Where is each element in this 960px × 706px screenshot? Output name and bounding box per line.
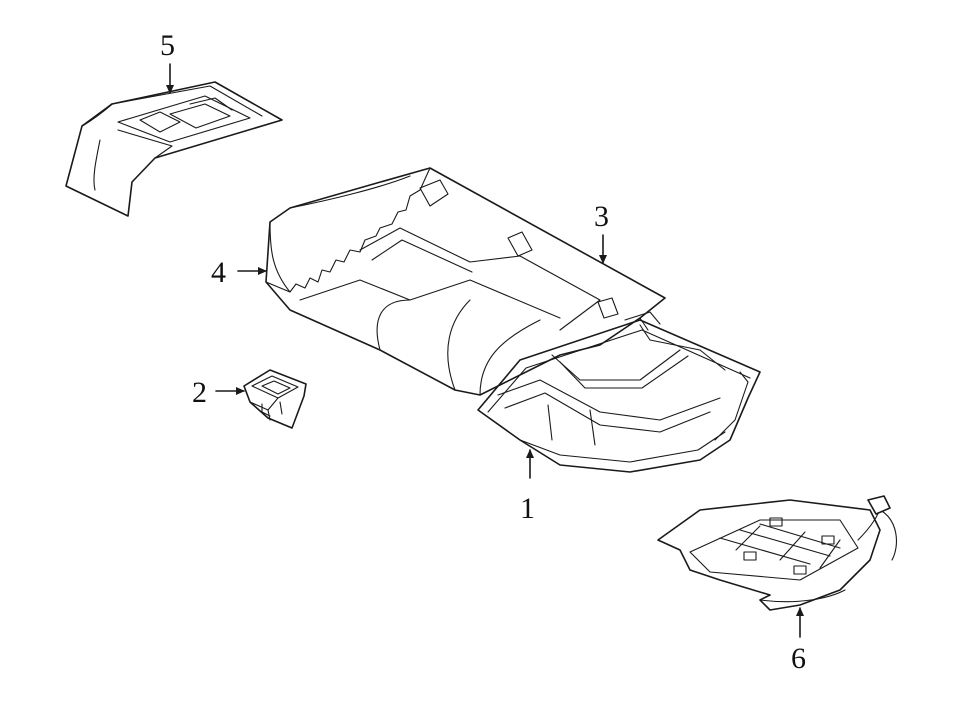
callout-1: 1 bbox=[520, 492, 535, 525]
part-6-heater-pad[interactable] bbox=[657, 495, 898, 611]
callout-labels: 5 3 4 2 1 6 bbox=[160, 29, 806, 675]
part-3-seat-cushion[interactable] bbox=[265, 167, 666, 396]
part-5-armrest[interactable] bbox=[65, 81, 283, 217]
callout-3: 3 bbox=[594, 200, 609, 233]
part-2-clip[interactable] bbox=[243, 369, 307, 429]
callout-2: 2 bbox=[192, 376, 207, 409]
part-1-seat-frame[interactable] bbox=[477, 317, 761, 473]
callout-6: 6 bbox=[791, 642, 806, 675]
callout-4: 4 bbox=[211, 256, 226, 289]
callout-leaders bbox=[166, 63, 804, 638]
callout-5: 5 bbox=[160, 29, 175, 62]
